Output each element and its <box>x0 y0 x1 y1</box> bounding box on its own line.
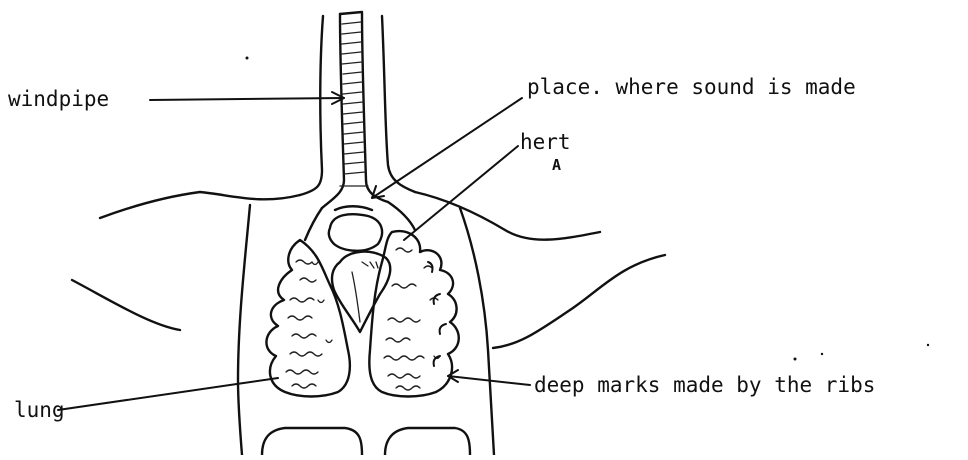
lung-leader <box>58 378 278 410</box>
stray-dot <box>794 358 797 361</box>
neck-left-line <box>300 16 323 195</box>
torso-left-line <box>238 205 250 455</box>
stray-dot <box>821 353 823 355</box>
voice-box-leader <box>372 98 522 198</box>
left-shoulder-line <box>100 192 300 218</box>
bronchus-inner <box>335 206 372 210</box>
torso-right-line <box>460 208 494 455</box>
lung-label: lung <box>14 400 65 421</box>
heart-midline <box>352 272 360 322</box>
rib-mark-3 <box>440 324 446 334</box>
left-arm-line <box>72 280 180 330</box>
left-bronchus <box>305 208 322 240</box>
heart-correction-mark: A <box>552 158 561 173</box>
right-bronchus <box>388 202 415 230</box>
heart-label: hert <box>520 132 571 153</box>
windpipe-left-wall <box>322 14 344 208</box>
stray-dot <box>927 344 929 346</box>
voice-box-label: place. where sound is made <box>527 77 856 98</box>
voice-box-shape <box>329 214 382 251</box>
windpipe-leader <box>150 98 344 100</box>
ribs-label: deep marks made by the ribs <box>534 375 875 396</box>
heart-vessels <box>362 262 378 268</box>
right-shoulder-line <box>415 192 600 240</box>
neck-right-line <box>382 16 415 192</box>
abdomen-left-shape <box>262 428 362 455</box>
abdomen-right-shape <box>385 428 470 455</box>
leader-lines <box>58 92 530 410</box>
left-lung-texture <box>286 260 332 388</box>
right-arm-line <box>493 255 665 348</box>
windpipe-label: windpipe <box>8 89 109 110</box>
stray-dot <box>246 57 249 60</box>
